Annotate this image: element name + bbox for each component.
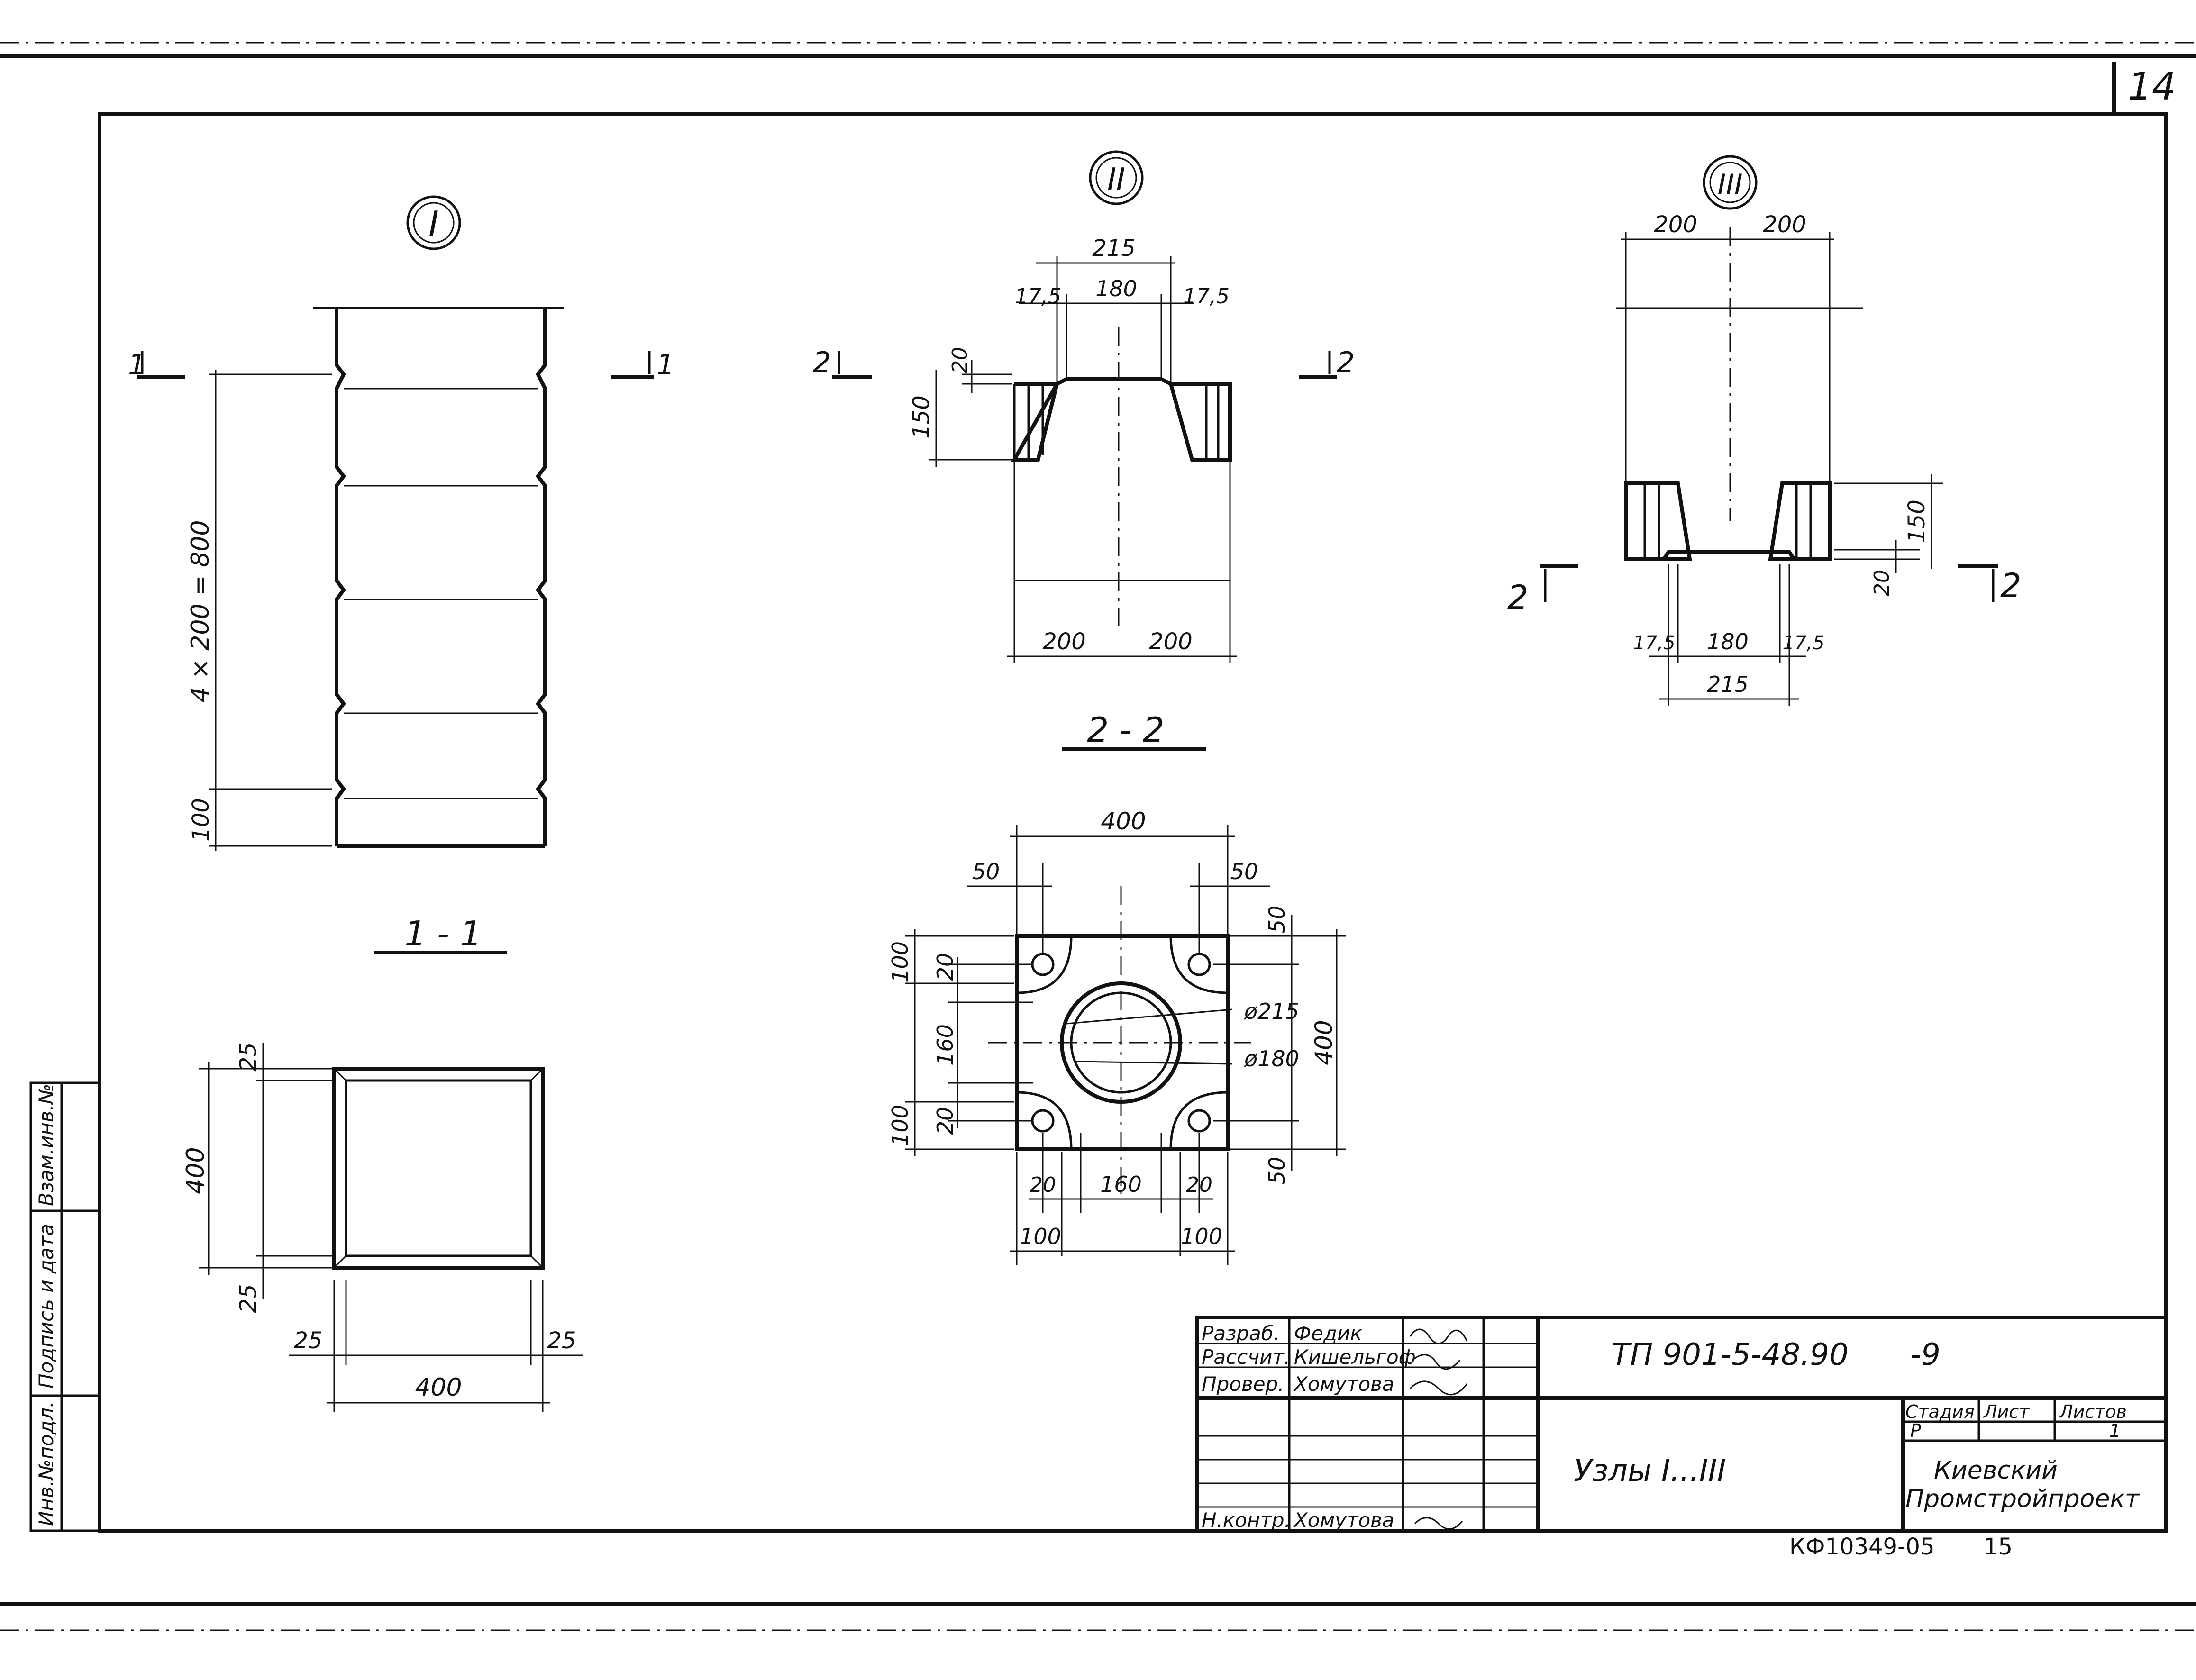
dim-25-bottom: 25: [235, 1284, 262, 1313]
dim-phi180: ø180: [1244, 1046, 1299, 1072]
cut-2-right-bottom: 2: [2000, 566, 2022, 605]
cut-2-left-bottom: 2: [1507, 578, 1529, 617]
dim-160-left: 160: [932, 1024, 958, 1066]
dim-175-node2-l: 17,5: [1015, 284, 1061, 309]
dim-175-node2-r: 17,5: [1183, 284, 1230, 309]
role-4: Н.контр.: [1202, 1508, 1291, 1532]
dim-400-sec22-top: 400: [1101, 808, 1146, 835]
dim-100-left-bottom: 100: [887, 1105, 913, 1146]
sheet-code: ТП 901-5-48.90: [1612, 1337, 1849, 1372]
dim-100-left-top: 100: [887, 941, 913, 983]
stage-header: Стадия: [1905, 1401, 1975, 1422]
node-3-label: III: [1717, 168, 1742, 201]
side-stamp-replace: Взам.инв.№: [35, 1084, 58, 1206]
sheet-suffix: -9: [1910, 1337, 1941, 1372]
dim-25-top: 25: [235, 1042, 262, 1071]
role-1: Разраб.: [1202, 1322, 1280, 1345]
dim-180-node2: 180: [1095, 276, 1137, 301]
dim-400-sec22-right: 400: [1310, 1020, 1338, 1065]
dim-160-bottom: 160: [1100, 1171, 1142, 1197]
section-2-2-label: 2 - 2: [1087, 710, 1164, 750]
archive-page: 15: [1984, 1534, 2013, 1560]
dim-25-left: 25: [293, 1327, 322, 1354]
org-line2: Промстройпроект: [1905, 1485, 2140, 1513]
dim-20-node2: 20: [948, 347, 972, 373]
dim-phi215: ø215: [1244, 999, 1299, 1024]
side-stamp-inv: Инв.№подл.: [35, 1401, 58, 1526]
name-4: Хомутова: [1293, 1508, 1394, 1532]
side-stamp: Инв.№подл. Подпись и дата Взам.инв.№: [29, 1081, 101, 1532]
name-3: Хомутова: [1293, 1372, 1394, 1396]
sheet-header: Лист: [1983, 1401, 2030, 1422]
role-2: Рассчит.: [1202, 1345, 1290, 1369]
dim-215-node3: 215: [1707, 672, 1749, 697]
section-1-1-label: 1 - 1: [404, 914, 482, 954]
sheet-number: 14: [2128, 64, 2176, 109]
sheets-value: 1: [2109, 1420, 2121, 1441]
dim-150-node3: 150: [1904, 499, 1930, 543]
archive-code: КФ10349-05: [1789, 1534, 1935, 1560]
dim-100-bottom-l: 100: [1020, 1224, 1061, 1249]
sheets-header: Листов: [2059, 1401, 2127, 1422]
side-stamp-sign: Подпись и дата: [35, 1224, 58, 1389]
dim-400-sec11-v: 400: [182, 1147, 210, 1194]
dim-20-node3: 20: [1870, 570, 1894, 596]
dim-50-top-r: 50: [1230, 859, 1258, 884]
name-2: Кишельгоф: [1294, 1345, 1416, 1369]
dim-200-node2-r: 200: [1149, 628, 1193, 655]
org-line1: Киевский: [1934, 1456, 2058, 1485]
node-1-view: I 4 × 200 = 800 100 1 1: [128, 195, 674, 851]
node-2-view: II 215 180 17,5 17,5 20 150 200 200: [813, 150, 1355, 663]
dim-100-bottom-r: 100: [1181, 1224, 1222, 1249]
section-2-2: 2 - 2 ø215 ø180 400 50 50: [887, 710, 1346, 1265]
dim-4x200: 4 × 200 = 800: [186, 520, 215, 703]
role-3: Провер.: [1202, 1372, 1285, 1396]
dim-200-node3-l: 200: [1654, 211, 1697, 238]
dim-20-left-bottom: 20: [932, 1107, 958, 1135]
dim-100-node1: 100: [188, 798, 214, 842]
dim-180-node3: 180: [1707, 629, 1749, 654]
section-1-1: 1 - 1 400 25 25 25 25 400: [182, 914, 583, 1412]
cut-2-right-top: 2: [1337, 346, 1355, 379]
dim-200-node3-r: 200: [1763, 211, 1806, 238]
node-1-label: I: [428, 204, 438, 244]
dim-50-top-l: 50: [972, 859, 1000, 884]
node-2-label: II: [1107, 162, 1125, 197]
dim-50-right-top: 50: [1264, 906, 1290, 934]
dim-20-bottom-r: 20: [1186, 1173, 1212, 1197]
dim-50-right-bottom: 50: [1264, 1157, 1290, 1185]
title-block: Разраб. Федик Рассчит. Кишельгоф Провер.…: [1195, 1316, 2168, 1560]
dim-200-node2-l: 200: [1042, 628, 1086, 655]
main-frame: [98, 112, 2168, 1533]
cut-1-left: 1: [128, 348, 146, 381]
cut-1-right: 1: [656, 348, 674, 381]
stage-value: Р: [1910, 1420, 1921, 1441]
dim-20-left-top: 20: [932, 953, 958, 981]
dim-25-right: 25: [547, 1327, 576, 1354]
sheet-title: Узлы I...III: [1574, 1453, 1726, 1489]
dim-20-bottom-l: 20: [1030, 1173, 1056, 1197]
node-3-view: III 200 200 150 20 17,5 180 17,5 215 2: [1507, 155, 2022, 706]
cut-2-left-top: 2: [813, 346, 831, 379]
dim-175-node3-l: 17,5: [1633, 632, 1675, 654]
name-1: Федик: [1294, 1322, 1362, 1345]
dim-215-node2: 215: [1092, 235, 1136, 262]
dim-150-node2: 150: [908, 395, 935, 439]
dim-175-node3-r: 17,5: [1782, 632, 1824, 654]
dim-400-sec11-h: 400: [415, 1373, 462, 1402]
